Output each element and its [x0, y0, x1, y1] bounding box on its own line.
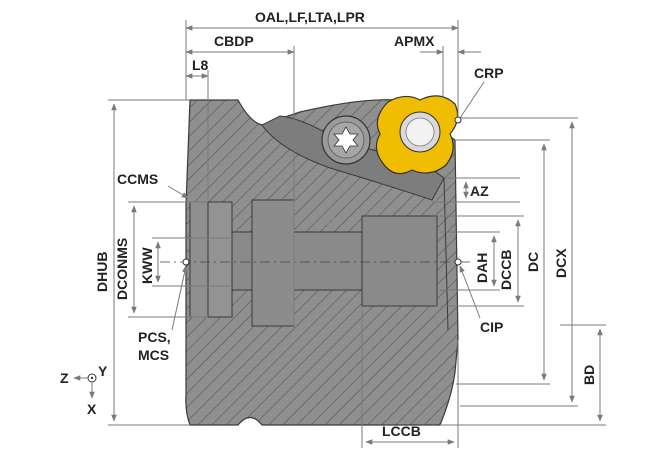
- label-bd: BD: [581, 365, 597, 385]
- top-dimensions: OAL,LF,LTA,LPR CBDP APMX L8: [185, 9, 481, 330]
- label-axis-x: X: [87, 401, 97, 417]
- insert-assembly: [321, 95, 462, 175]
- right-dimensions: DAH DCCB DC DCX BD: [440, 117, 606, 426]
- label-az: AZ: [470, 183, 489, 199]
- axis-indicator: Z Y X: [60, 363, 108, 417]
- pcs-point-icon: [182, 258, 190, 266]
- label-cbdp: CBDP: [214, 33, 254, 49]
- lccb-dimension: LCCB: [361, 306, 459, 448]
- label-cip: CIP: [480, 319, 503, 335]
- label-mcs: MCS: [138, 347, 169, 363]
- label-dccb: DCCB: [498, 250, 514, 290]
- counterbore: [361, 215, 438, 307]
- keyway-slot: [251, 199, 295, 327]
- label-pcs: PCS,: [138, 329, 171, 345]
- label-kww: KWW: [139, 247, 155, 284]
- label-dc: DC: [525, 252, 541, 272]
- label-dcx: DCX: [553, 248, 569, 278]
- hub-step: [189, 201, 209, 318]
- left-dimensions: DHUB DCONMS KWW: [94, 99, 232, 426]
- torx-icon: [333, 126, 359, 154]
- cip-point-icon: [454, 258, 462, 266]
- label-axis-z: Z: [60, 370, 69, 386]
- label-l8: L8: [192, 57, 209, 73]
- label-ccms: CCMS: [117, 171, 158, 187]
- label-dhub: DHUB: [94, 252, 110, 292]
- hub-face: [207, 201, 233, 318]
- label-crp: CRP: [474, 65, 504, 81]
- label-axis-y: Y: [98, 363, 108, 379]
- label-dah: DAH: [474, 253, 490, 283]
- label-dconms: DCONMS: [114, 238, 130, 300]
- label-oal: OAL,LF,LTA,LPR: [255, 9, 365, 25]
- label-apmx: APMX: [394, 33, 435, 49]
- label-lccb: LCCB: [382, 423, 421, 439]
